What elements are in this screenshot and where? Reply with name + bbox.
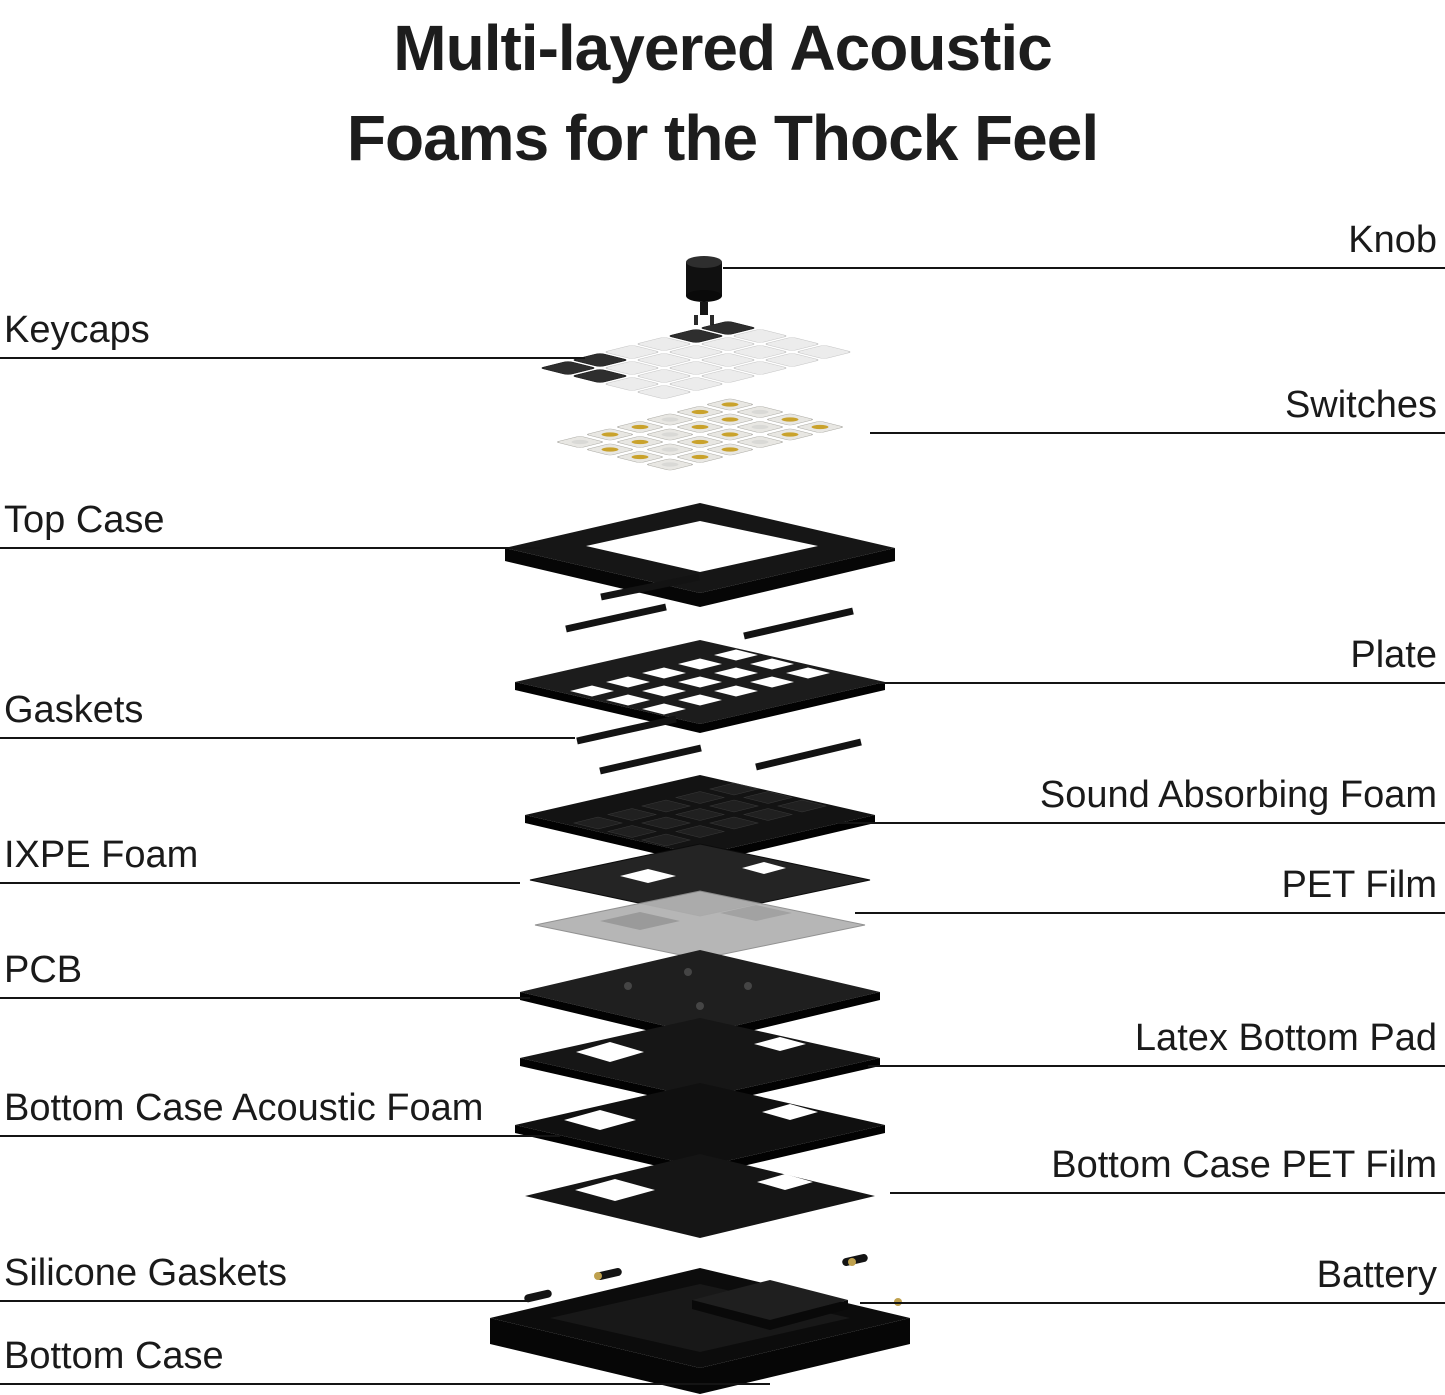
- callout-silicone-gaskets-label: Silicone Gaskets: [4, 1252, 288, 1294]
- callout-bottom-case-acoustic-foam: Bottom Case Acoustic Foam: [0, 1083, 560, 1137]
- callout-switches-label: Switches: [1284, 384, 1437, 426]
- pet-film-illustration: [534, 890, 866, 960]
- bottom-case-illustration: [490, 1258, 910, 1394]
- gaskets-lower-illustration: [576, 715, 862, 775]
- callout-pet-film: PET Film: [855, 860, 1445, 914]
- callout-ixpe-foam-label: IXPE Foam: [4, 834, 199, 876]
- callout-keycaps: Keycaps: [0, 305, 585, 359]
- latex-bottom-pad-illustration: [520, 1018, 880, 1107]
- callout-sound-absorbing-foam: Sound Absorbing Foam: [838, 770, 1445, 824]
- callout-ixpe-foam: IXPE Foam: [0, 830, 520, 884]
- title-line-1: Multi-layered Acoustic: [393, 12, 1052, 84]
- callout-pcb-label: PCB: [4, 949, 83, 991]
- callout-top-case-label: Top Case: [4, 499, 165, 541]
- ixpe-foam-illustration: [529, 843, 871, 917]
- callout-pet-film-label: PET Film: [1281, 864, 1437, 906]
- callout-plate-label: Plate: [1350, 634, 1437, 676]
- callout-battery-label: Battery: [1316, 1254, 1437, 1296]
- callout-gaskets-label: Gaskets: [4, 689, 144, 731]
- callout-switches: Switches: [870, 380, 1445, 434]
- callout-battery: Battery: [860, 1250, 1445, 1304]
- callout-bottom-case-pet-film: Bottom Case PET Film: [890, 1140, 1445, 1194]
- callout-sound-absorbing-foam-label: Sound Absorbing Foam: [1039, 774, 1437, 816]
- callout-knob: Knob: [723, 215, 1445, 269]
- switches-illustration: [557, 398, 843, 471]
- callout-latex-bottom-pad-label: Latex Bottom Pad: [1134, 1017, 1437, 1059]
- callout-latex-bottom-pad: Latex Bottom Pad: [868, 1013, 1445, 1067]
- page-title: Multi-layered Acoustic Foams for the Tho…: [0, 4, 1445, 183]
- callout-pcb: PCB: [0, 945, 530, 999]
- callout-knob-label: Knob: [1348, 219, 1437, 261]
- callout-gaskets: Gaskets: [0, 685, 575, 739]
- callout-top-case: Top Case: [0, 495, 540, 549]
- battery-illustration: [692, 1280, 848, 1330]
- gaskets-upper-illustration: [565, 573, 854, 640]
- bottom-case-acoustic-foam-illustration: [515, 1083, 885, 1176]
- callout-bottom-case-label: Bottom Case: [4, 1335, 224, 1377]
- bottom-case-pet-film-illustration: [525, 1154, 875, 1238]
- keycaps-illustration: [541, 321, 851, 399]
- title-line-2: Foams for the Thock Feel: [346, 101, 1099, 174]
- callout-silicone-gaskets: Silicone Gaskets: [0, 1248, 530, 1302]
- callout-bottom-case-pet-film-label: Bottom Case PET Film: [1051, 1144, 1437, 1186]
- knob-illustration: [686, 256, 722, 325]
- callout-keycaps-label: Keycaps: [4, 309, 150, 351]
- callout-plate: Plate: [880, 630, 1445, 684]
- pcb-illustration: [520, 950, 880, 1043]
- top-case-illustration: [505, 503, 895, 607]
- callout-bottom-case: Bottom Case: [0, 1331, 770, 1385]
- plate-cutouts: [570, 649, 830, 715]
- callout-bottom-case-acoustic-foam-label: Bottom Case Acoustic Foam: [4, 1087, 484, 1129]
- sound-foam-pockets: [573, 782, 827, 847]
